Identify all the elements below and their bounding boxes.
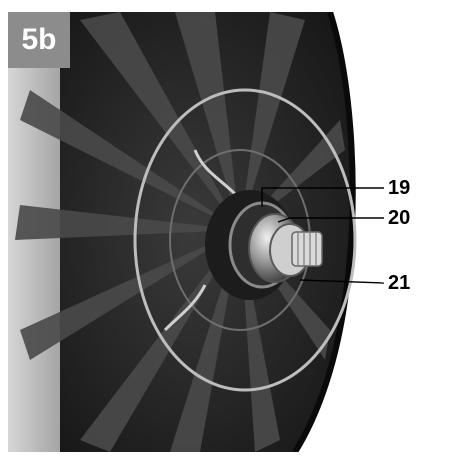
callout-19: 19 (388, 177, 411, 199)
callout-21: 21 (388, 272, 411, 294)
callout-20: 20 (388, 207, 411, 229)
figure-label: 5b (8, 12, 70, 68)
